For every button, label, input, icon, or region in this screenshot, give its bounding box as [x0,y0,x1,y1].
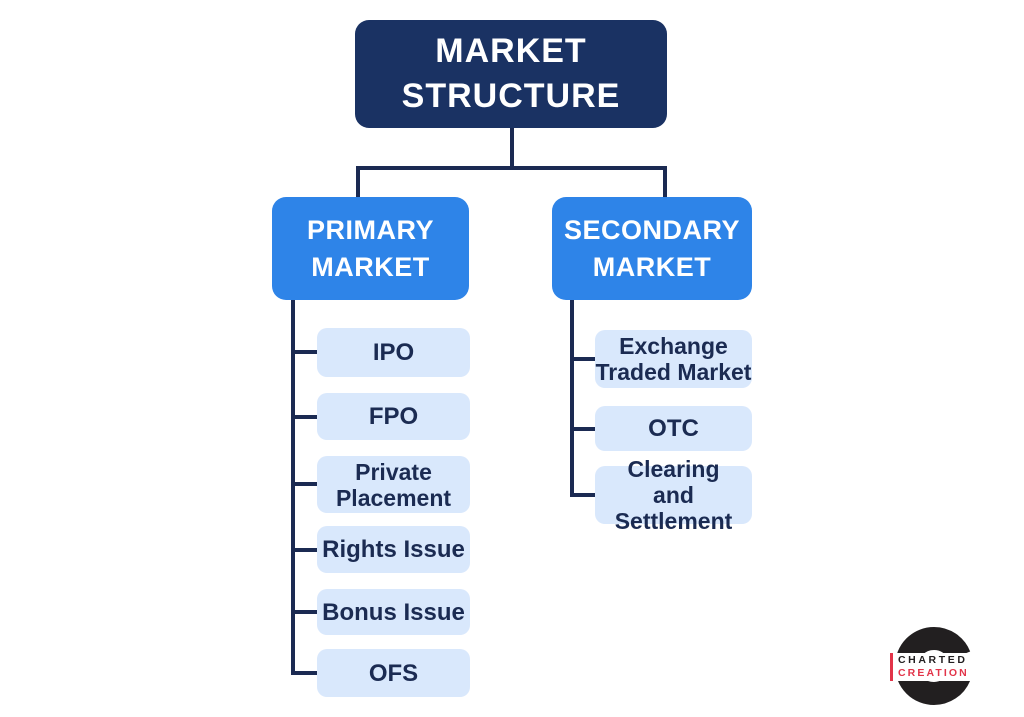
connector-root-stem [510,127,514,168]
node-private-placement: Private Placement [317,456,470,513]
node-rights-issue: Rights Issue [317,526,470,573]
node-bonus-issue: Bonus Issue [317,589,470,635]
connector-tick-fpo [291,415,318,419]
node-primary-market: PRIMARY MARKET [272,197,469,300]
node-secondary-market: SECONDARY MARKET [552,197,752,300]
connector-primary-trunk [291,299,295,675]
connector-tick-clearing [570,493,596,497]
node-clearing-and-settlement: Clearing and Settlement [595,456,752,534]
connector-tick-bonus [291,610,318,614]
node-ofs: OFS [317,649,470,697]
connector-secondary-drop [663,166,667,199]
charted-creation-logo: CHARTED CREATION [888,626,980,708]
connector-tick-private [291,482,318,486]
connector-tick-otc [570,427,596,431]
node-fpo: FPO [317,393,470,440]
connector-tick-ofs [291,671,318,675]
node-market-structure: MARKET STRUCTURE [355,20,667,128]
logo-wordmark: CHARTED CREATION [890,653,972,681]
connector-primary-drop [356,166,360,199]
node-otc: OTC [595,406,752,451]
connector-tick-ipo [291,350,318,354]
node-ipo: IPO [317,328,470,377]
connector-tick-exchange [570,357,596,361]
connector-secondary-trunk [570,299,574,497]
connector-branch-bar [356,166,667,170]
logo-text-creation: CREATION [898,667,969,679]
connector-tick-rights [291,548,318,552]
node-exchange-traded-market: Exchange Traded Market [595,330,752,388]
logo-text-charted: CHARTED [898,654,968,666]
